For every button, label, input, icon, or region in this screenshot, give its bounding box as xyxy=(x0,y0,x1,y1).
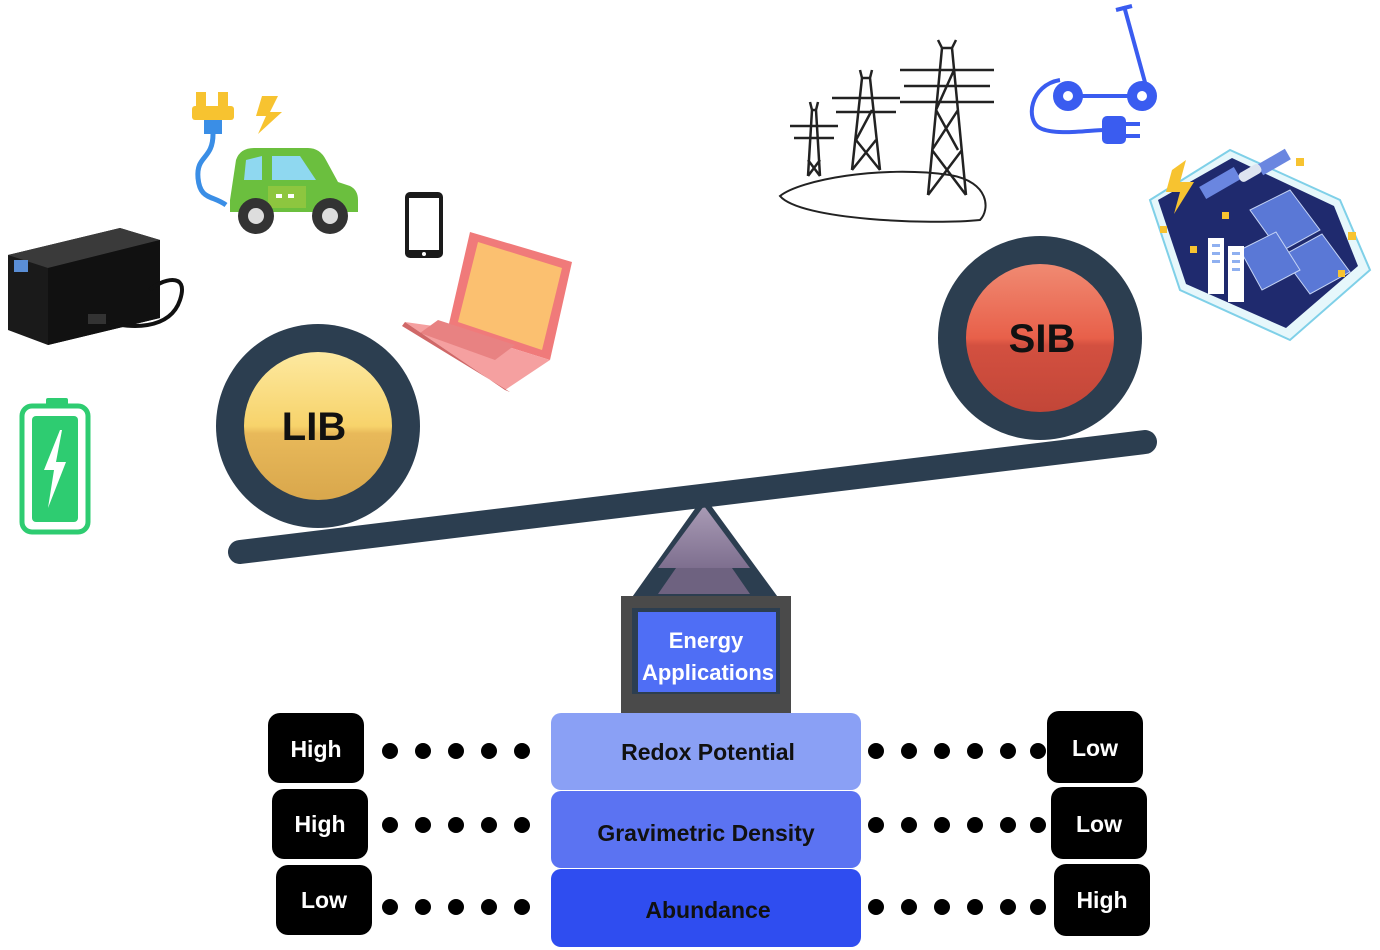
smartphone-icon xyxy=(405,192,443,258)
lib-ball: LIB xyxy=(216,324,420,528)
sib-ball: SIB xyxy=(938,236,1142,440)
sib-redox-badge xyxy=(1047,711,1143,783)
dots-redox-right xyxy=(868,743,1046,759)
lib-label: LIB xyxy=(282,405,346,449)
sib-abundance-badge xyxy=(1054,864,1150,936)
energy-applications-line2: Applications xyxy=(642,660,774,685)
sib-redox-value: Low xyxy=(1072,735,1118,761)
lib-value-badges: High High Low xyxy=(268,713,372,935)
power-tower-icon xyxy=(778,39,994,223)
redox-potential-bar xyxy=(551,713,861,790)
fulcrum xyxy=(630,496,780,600)
solar-farm-icon xyxy=(1148,148,1372,342)
e-scooter-icon xyxy=(1029,4,1157,144)
sib-label: SIB xyxy=(1009,317,1076,361)
dots-redox-left xyxy=(382,743,530,759)
property-stack: Redox Potential Gravimetric Density Abun… xyxy=(551,713,861,947)
ev-charging-icon xyxy=(192,92,358,234)
dots-abundance-right xyxy=(868,899,1046,915)
ups-icon xyxy=(8,228,184,345)
energy-applications-box: Energy Applications xyxy=(621,596,791,714)
redox-potential-label: Redox Potential xyxy=(621,739,795,765)
lib-abundance-badge xyxy=(276,865,372,935)
abundance-label: Abundance xyxy=(645,897,770,923)
dotted-connectors xyxy=(382,743,1046,915)
dots-gravimetric-right xyxy=(868,817,1046,833)
lib-gravimetric-value: High xyxy=(294,811,345,837)
dots-abundance-left xyxy=(382,899,530,915)
lib-redox-value: High xyxy=(290,736,341,762)
sib-gravimetric-value: Low xyxy=(1076,811,1122,837)
lib-abundance-value: Low xyxy=(301,887,347,913)
lib-gravimetric-badge xyxy=(272,789,368,859)
sib-abundance-value: High xyxy=(1076,887,1127,913)
sib-gravimetric-badge xyxy=(1051,787,1147,859)
sib-value-badges: Low Low High xyxy=(1047,711,1150,936)
laptop-icon xyxy=(402,232,572,392)
battery-icon xyxy=(19,398,91,535)
dots-gravimetric-left xyxy=(382,817,530,833)
abundance-bar xyxy=(551,869,861,947)
gravimetric-density-bar xyxy=(551,791,861,868)
gravimetric-density-label: Gravimetric Density xyxy=(597,820,815,846)
energy-applications-line1: Energy xyxy=(669,628,744,653)
seesaw-beam xyxy=(228,430,1157,564)
lib-redox-badge xyxy=(268,713,364,783)
